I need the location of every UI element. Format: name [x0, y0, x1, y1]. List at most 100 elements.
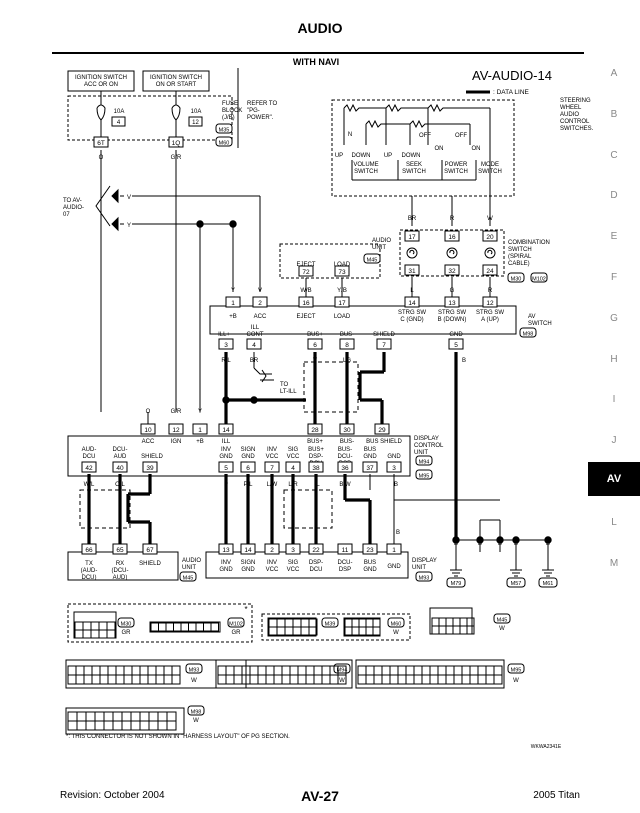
connector-pin: [99, 674, 109, 685]
connector-pin: [421, 674, 431, 685]
pin-box: [218, 338, 234, 350]
diagram-label: INV: [267, 560, 277, 566]
connector-pin: [297, 674, 307, 685]
pin-box: [307, 338, 323, 350]
section-tab-b[interactable]: B: [610, 108, 618, 120]
diagram-label: WHEEL: [560, 105, 582, 111]
connector-pin: [103, 711, 114, 722]
section-tab-i[interactable]: I: [612, 394, 616, 406]
diagram-label: VCC: [266, 567, 279, 573]
diagram-label: (J/B): [222, 115, 235, 121]
diagram-label: R: [488, 288, 493, 294]
diagram-label: ON: [472, 146, 481, 152]
diagram-label: DISPLAY: [412, 558, 437, 564]
section-tab-av[interactable]: AV: [588, 462, 640, 496]
diagram-label: 10A: [114, 109, 125, 115]
diagram-label: DSP-: [309, 454, 323, 460]
diagram-label: A (UP): [481, 317, 499, 323]
diagram-label: B: [478, 541, 482, 547]
diagram-label: GND: [219, 454, 233, 460]
pin-box: [444, 230, 460, 242]
diagram-label: 14: [408, 300, 416, 307]
connector-pin: [74, 621, 84, 631]
diagram-label: 73: [338, 269, 346, 276]
twisted-pair-shield: [283, 489, 333, 529]
section-tab-g[interactable]: G: [610, 312, 618, 324]
diagram-label: BUS-: [340, 332, 354, 338]
connector-tag: [415, 469, 433, 480]
diagram-label: BUS-: [338, 447, 352, 453]
diagram-label: UNIT: [412, 565, 426, 571]
diagram-label: M30: [121, 622, 132, 628]
connector-pin: [99, 665, 109, 676]
connector-pin: [171, 665, 181, 676]
section-tab-h[interactable]: H: [610, 353, 618, 365]
connector-pin: [413, 674, 423, 685]
diagram-label: M45: [183, 576, 194, 582]
display-unit: [205, 551, 409, 579]
diagram-label: AUD: [114, 454, 127, 460]
pin-box: [246, 338, 262, 350]
combination-switch: [399, 229, 505, 277]
connector-pin: [217, 665, 227, 676]
connector-pin: [75, 665, 85, 676]
section-tab-d[interactable]: D: [610, 190, 618, 202]
reference-code: WKWA2341E: [531, 744, 562, 750]
page-title: AUDIO: [297, 20, 343, 36]
diagram-label: (DCU-: [112, 568, 129, 574]
diagram-subtitle: WITH NAVI: [293, 57, 339, 67]
section-tab-l[interactable]: L: [611, 516, 617, 528]
diagram-label: M93: [419, 576, 430, 582]
connector-pin: [357, 674, 367, 685]
diagram-label: 12: [172, 427, 180, 434]
connector-pin: [265, 674, 275, 685]
connector-pin: [217, 674, 227, 685]
diagram-label: EJECT: [296, 314, 315, 320]
diagram-label: TO: [280, 382, 289, 388]
diagram-label: 6: [313, 342, 317, 349]
diagram-label: SWITCH: [354, 169, 378, 175]
diagram-label: 14: [222, 427, 230, 434]
section-tab-a[interactable]: A: [610, 68, 618, 79]
section-tab-j[interactable]: J: [611, 435, 617, 447]
section-tab-c[interactable]: C: [610, 149, 618, 161]
section-tab-e[interactable]: E: [610, 231, 618, 243]
diagram-label: M60: [219, 141, 230, 147]
diagram-label: ON: [435, 146, 444, 152]
diagram-label: M93: [189, 668, 200, 674]
diagram-label: 07: [63, 212, 70, 218]
diagram-label: M35: [219, 128, 230, 134]
diagram-label: AUDIO: [560, 112, 579, 118]
connector-face: [65, 659, 247, 689]
connector-pin: [147, 665, 157, 676]
diagram-label: GR: [232, 630, 242, 636]
section-tab-f[interactable]: F: [610, 272, 618, 283]
connector-pin: [85, 720, 96, 731]
connector-face: [429, 607, 473, 635]
connector-pin: [289, 665, 299, 676]
connector-pin: [148, 711, 159, 722]
pin-box: [362, 461, 378, 473]
connector-pin: [268, 618, 278, 628]
diagram-label: 29: [378, 427, 386, 434]
connector-pin: [477, 665, 487, 676]
connector-pin: [147, 674, 157, 685]
diagram-label: OFF: [455, 133, 467, 139]
connector-pin: [329, 674, 339, 685]
connector-pin: [139, 720, 150, 731]
connector-pin: [107, 674, 117, 685]
connector-pin: [115, 665, 125, 676]
header-rule: [52, 52, 584, 54]
connector-pin: [106, 621, 116, 631]
connector-pin: [123, 674, 133, 685]
diagram-label: GND: [387, 564, 401, 570]
pin-box: [444, 296, 460, 308]
diagram-label: "PG-: [247, 108, 260, 114]
diagram-label: V: [127, 195, 131, 201]
diagram-label: OFF: [419, 133, 431, 139]
section-tab-m[interactable]: M: [609, 557, 619, 569]
diagram-label: SIGN: [241, 447, 256, 453]
connector-pin: [493, 665, 503, 676]
pin-box: [337, 461, 353, 473]
connector-pin: [300, 626, 310, 636]
